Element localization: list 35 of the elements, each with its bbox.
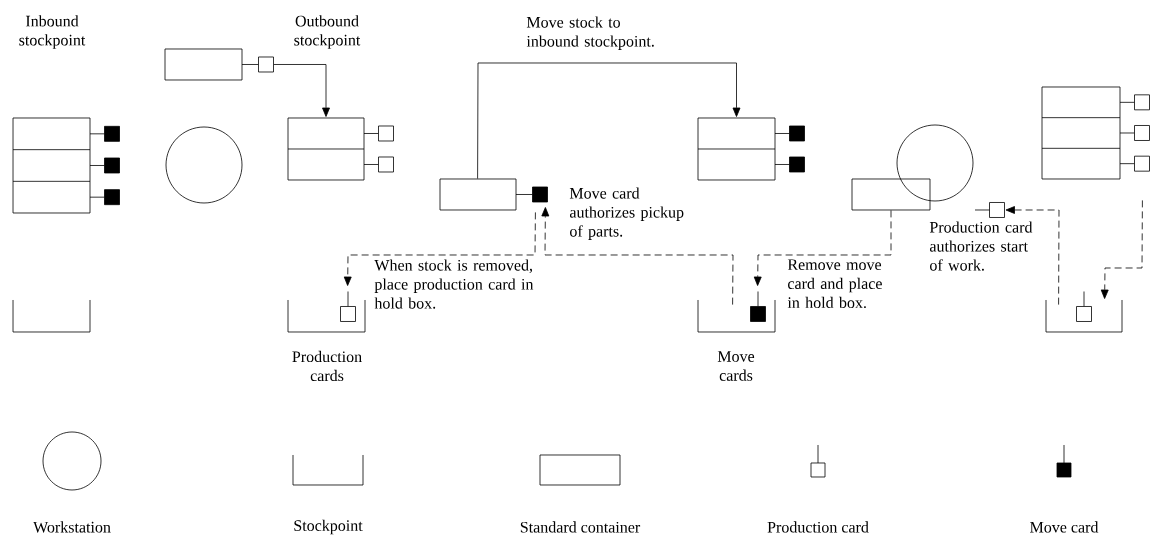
workstation-circle [896,124,974,202]
production-card [974,202,1005,218]
legend-label: Standard container [520,521,641,533]
container-box [851,178,931,211]
arrow [477,62,741,179]
edge-label: Production card authorizes start of work. [928,220,1043,272]
container-box [439,178,548,211]
arrow [753,210,892,286]
arrow [273,64,330,117]
legend-label: Move card [1030,521,1099,533]
container-box [164,48,274,81]
container-stack: Inbound stockpoint [12,15,120,214]
node-label: Move cards [717,351,755,381]
node-label: Production cards [292,350,362,382]
stockpoint-tray: Move cards [697,291,776,381]
arrow [1100,200,1143,299]
edge-label: Move card authorizes pickup of parts. [568,186,696,241]
workstation-circle [165,126,243,204]
container-stack [1041,86,1150,180]
edge-label: Move stock to inbound stockpoint. [525,15,668,51]
container-stack [697,117,805,181]
node-label: Inbound stockpoint [19,15,86,49]
stockpoint-tray [12,299,91,333]
stockpoint-tray: Production cards [287,291,366,382]
arrow [1005,206,1060,305]
arrow [343,212,536,286]
part-label: Outbound stockpoint [294,15,361,49]
container-stack [287,117,394,181]
legend-label: Stockpoint [294,519,363,535]
arrow [541,207,734,305]
legend-label: Production card [767,521,869,533]
legend-label: Workstation [33,521,111,533]
stockpoint-tray [1045,291,1123,333]
edge-label: Remove move card and place in hold box. [786,258,901,310]
edge-label: When stock is removed, place production card in hold box. [373,258,548,310]
